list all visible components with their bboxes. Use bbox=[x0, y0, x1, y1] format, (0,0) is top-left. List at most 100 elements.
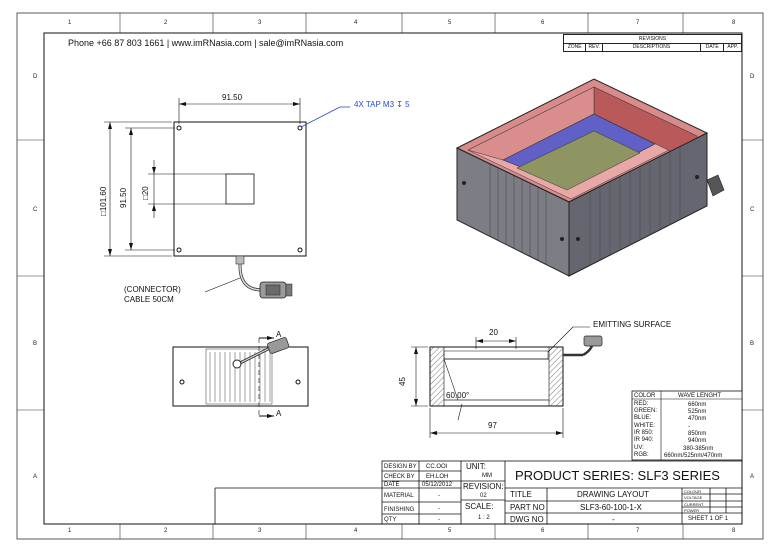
dwg-no-value: - bbox=[612, 515, 615, 524]
emitting-surface-label: EMITTING SURFACE bbox=[593, 320, 672, 329]
zone-row-a: A bbox=[33, 474, 38, 480]
cable-gland-icon bbox=[706, 174, 725, 197]
wl-row-value: - bbox=[688, 424, 690, 430]
rev-col-desc: DESCRIPTIONS bbox=[603, 43, 702, 52]
date-value: 05/12/2012 bbox=[422, 482, 453, 488]
zone-col-3-bottom: 3 bbox=[258, 528, 262, 534]
wl-row-label: RED: bbox=[634, 401, 649, 407]
wl-row-label: GREEN: bbox=[634, 408, 658, 414]
dim-width-97: 97 bbox=[488, 421, 497, 430]
cable-label: CABLE 50CM bbox=[124, 295, 174, 304]
wl-row-value: 660nm bbox=[688, 402, 707, 408]
section-a-label-top: A bbox=[276, 330, 282, 339]
material-label: MATERIAL bbox=[384, 493, 414, 499]
zone-col-8-bottom: 8 bbox=[732, 528, 736, 534]
material-value: - bbox=[438, 493, 440, 499]
date-label: DATE bbox=[384, 482, 400, 488]
finishing-value: - bbox=[438, 506, 440, 512]
check-by-label: CHECK BY bbox=[384, 474, 415, 480]
check-by-value: EH.LOH bbox=[426, 474, 449, 480]
wl-row-value: 850nm bbox=[688, 431, 707, 437]
zone-row-a-right: A bbox=[750, 474, 755, 480]
wl-row-label: IR 850: bbox=[634, 430, 654, 436]
contact-info: Phone +66 87 803 1661 | www.imRNasia.com… bbox=[68, 38, 344, 48]
connector-icon bbox=[583, 335, 603, 347]
zone-row-d-right: D bbox=[750, 74, 755, 80]
wl-row-label: BLUE: bbox=[634, 415, 652, 421]
zone-col-1: 1 bbox=[68, 20, 72, 26]
zone-col-7: 7 bbox=[636, 20, 640, 26]
dim-width-91-50: 91.50 bbox=[222, 93, 243, 102]
scale-label: SCALE: bbox=[465, 502, 494, 511]
dwg-no-label: DWG NO bbox=[510, 515, 544, 524]
power-label: POWER bbox=[684, 508, 700, 513]
revisions-table: REVISIONS ZONE REV. DESCRIPTIONS DATE AP… bbox=[563, 34, 742, 52]
mount-hole-icon bbox=[176, 247, 182, 253]
design-by-value: CC.OOI bbox=[426, 464, 448, 470]
rev-col-zone: ZONE bbox=[564, 43, 587, 52]
colour-label: COLOUR bbox=[684, 489, 702, 494]
unit-value: MM bbox=[482, 473, 492, 479]
zone-col-4-bottom: 4 bbox=[354, 528, 358, 534]
zone-row-c: C bbox=[33, 207, 38, 213]
zone-col-8: 8 bbox=[732, 20, 736, 26]
angle-60: 60.00° bbox=[446, 391, 470, 400]
zone-row-c-right: C bbox=[750, 207, 755, 213]
wl-row-label: IR 940: bbox=[634, 437, 654, 443]
zone-col-2: 2 bbox=[164, 20, 168, 26]
wl-row-value: 660nm/525nm/470nm bbox=[664, 453, 723, 459]
zone-row-b-right: B bbox=[750, 341, 755, 347]
zone-col-1-bottom: 1 bbox=[68, 528, 72, 534]
wl-row-value: 380-385nm bbox=[683, 446, 714, 452]
revision-value: 02 bbox=[480, 493, 487, 499]
connector-label: (CONNECTOR) bbox=[124, 285, 181, 294]
wl-row-label: UV: bbox=[634, 445, 644, 451]
design-by-label: DESIGN BY bbox=[384, 464, 417, 470]
revisions-title: REVISIONS bbox=[564, 35, 741, 44]
title-label: TITLE bbox=[510, 490, 532, 499]
wl-row-value: 525nm bbox=[688, 409, 707, 415]
zone-col-5: 5 bbox=[448, 20, 452, 26]
wl-row-label: RGB: bbox=[634, 452, 649, 458]
wl-row-value: 940nm bbox=[688, 438, 707, 444]
current-label: CURRENT bbox=[684, 502, 704, 507]
mount-hole-icon bbox=[176, 125, 182, 131]
voltage-label: VOLTAGE bbox=[684, 495, 703, 500]
unit-label: UNIT: bbox=[466, 462, 486, 471]
top-view-window bbox=[225, 173, 255, 205]
wl-row-value: 470nm bbox=[688, 416, 707, 422]
zone-col-5-bottom: 5 bbox=[448, 528, 452, 534]
revision-label: REVISION: bbox=[463, 482, 504, 491]
zone-col-4: 4 bbox=[354, 20, 358, 26]
rev-col-date: DATE bbox=[701, 43, 725, 52]
tap-note: 4X TAP M3 ↧ 5 bbox=[354, 100, 410, 109]
zone-col-2-bottom: 2 bbox=[164, 528, 168, 534]
zone-col-6-bottom: 6 bbox=[541, 528, 545, 534]
wl-row-label: WHITE: bbox=[634, 423, 655, 429]
qty-label: QTY bbox=[384, 517, 397, 523]
mount-hole-icon bbox=[297, 125, 303, 131]
wl-head-color: COLOR bbox=[634, 393, 656, 399]
zone-row-d: D bbox=[33, 74, 38, 80]
zone-col-3: 3 bbox=[258, 20, 262, 26]
finishing-label: FINISHING bbox=[384, 507, 415, 513]
wl-head-wavelength: WAVE LENGHT bbox=[678, 393, 722, 399]
zone-col-6: 6 bbox=[541, 20, 545, 26]
zone-row-b: B bbox=[33, 341, 38, 347]
part-no-label: PART NO bbox=[510, 503, 545, 512]
mount-hole-icon bbox=[297, 247, 303, 253]
zone-col-7-bottom: 7 bbox=[636, 528, 640, 534]
part-no-value: SLF3-60-100-1-X bbox=[580, 503, 642, 512]
dim-section-20: 20 bbox=[489, 328, 498, 337]
qty-value: - bbox=[438, 517, 440, 523]
rev-col-app: APP. bbox=[727, 44, 739, 50]
rev-col-rev: REV. bbox=[586, 43, 603, 52]
section-a-label-bottom: A bbox=[276, 409, 282, 418]
